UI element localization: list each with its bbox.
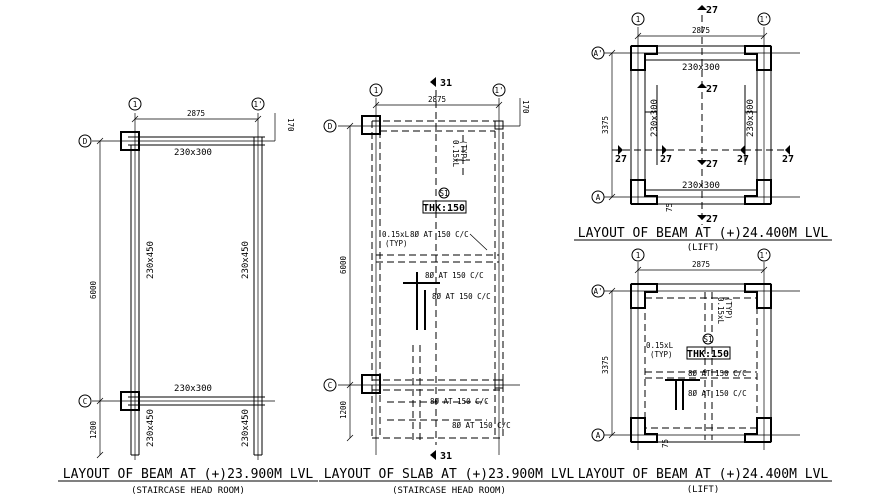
dim-small: 75	[661, 439, 670, 448]
grid-label-1: 1	[636, 15, 641, 24]
dim-width: 2875	[692, 26, 710, 35]
section-27-mid-top: 27	[706, 84, 718, 95]
section-mark-bottom: 31	[440, 451, 452, 462]
beam-label-mid: 230x300	[174, 384, 212, 394]
drawing-subtitle: (STAIRCASE HEAD ROOM)	[392, 486, 506, 496]
beam-label-bottom: 230x300	[682, 181, 720, 191]
section-27-mid-bottom: 27	[706, 159, 718, 170]
dim-bottom: 1200	[339, 400, 348, 419]
dim-offset: 170	[286, 118, 295, 132]
grid-label-a: A	[596, 431, 601, 440]
bar-note-5: 8Ø AT 150 C/C	[452, 421, 511, 430]
grid-label-a: A	[596, 193, 601, 202]
dim-bottom: 1200	[89, 420, 98, 439]
drawing-subtitle: (LIFT)	[687, 243, 720, 253]
grid-label-a-prime: A'	[593, 287, 602, 296]
dim-width: 2875	[428, 95, 446, 104]
beam-label-left-low: 230x450	[146, 409, 156, 447]
note-typ-left: (TYP)	[385, 239, 408, 248]
beam-layout-lift-bottom: 1 1' A' A 2875 3375 75 S1 THK:150 0.15xL…	[574, 248, 832, 495]
section-27-top: 27	[706, 5, 718, 16]
dim-height: 3375	[601, 356, 610, 374]
note-015xl-top: 0.15xL	[451, 140, 460, 168]
drawing-title: LAYOUT OF SLAB AT (+)23.900M LVL	[324, 467, 575, 482]
grid-label-1-prime: 1'	[759, 251, 768, 260]
dim-width: 2875	[187, 109, 205, 118]
beam-layout-staircase: 1 1' D C 2875 170 6000 1200 230x300 230x…	[58, 97, 318, 496]
grid-label-d: D	[83, 137, 88, 146]
beam-label-top: 230x300	[682, 63, 720, 73]
slab-thickness: THK:150	[687, 349, 729, 360]
note-typ-top: (TYP)	[459, 140, 468, 163]
slab-thickness: THK:150	[423, 203, 465, 214]
note-015xl-top: 0.15xL	[716, 297, 725, 325]
beam-label-right: 230x450	[241, 241, 251, 279]
drawing-title: LAYOUT OF BEAM AT (+)24.400M LVL	[578, 226, 829, 241]
bar-note-1: 8Ø AT 150 C/C	[410, 230, 469, 239]
bar-note-2: 8Ø AT 150 C/C	[425, 271, 484, 280]
beam-label-top: 230x300	[174, 148, 212, 158]
section-27-bottom: 27	[706, 214, 718, 225]
dim-height: 3375	[601, 116, 610, 134]
bar-note-4: 8Ø AT 150 C/C	[430, 397, 489, 406]
bar-note-2: 8Ø AT 150 C/C	[688, 389, 747, 398]
section-27-left-out: 27	[615, 154, 627, 165]
grid-label-c: C	[328, 381, 333, 390]
beam-label-right-low: 230x450	[241, 409, 251, 447]
beam-label-right: 230x300	[746, 99, 756, 137]
slab-mark: S1	[439, 189, 448, 198]
grid-label-1: 1	[374, 86, 379, 95]
section-27-right-in: 27	[737, 154, 749, 165]
grid-label-d: D	[328, 122, 333, 131]
dim-offset: 170	[521, 100, 530, 114]
drawing-title: LAYOUT OF BEAM AT (+)24.400M LVL	[578, 467, 829, 482]
dim-height: 6000	[89, 280, 98, 299]
beam-layout-lift-top: 27 27 27 27 27 27 27 27 1 1' A' A 2875 3…	[574, 5, 832, 253]
dim-width: 2875	[692, 260, 710, 269]
section-mark-top: 31	[440, 78, 452, 89]
note-015xl-left: 0.15xL	[382, 230, 410, 239]
grid-label-a-prime: A'	[593, 49, 602, 58]
beam-label-left: 230x300	[650, 99, 660, 137]
bar-note-3: 8Ø AT 150 C/C	[432, 292, 491, 301]
grid-label-1: 1	[636, 251, 641, 260]
section-27-left-in: 27	[660, 154, 672, 165]
note-typ-top: (TYP)	[724, 297, 733, 320]
dim-small: 75	[665, 203, 674, 212]
bar-note-1: 8Ø AT 150 C/C	[688, 369, 747, 378]
drawing-subtitle: (LIFT)	[687, 485, 720, 495]
grid-label-1-prime: 1'	[494, 86, 503, 95]
grid-label-1-prime: 1'	[253, 100, 262, 109]
grid-label-1: 1	[133, 100, 138, 109]
section-27-right-out: 27	[782, 154, 794, 165]
note-015xl-left: 0.15xL	[646, 341, 674, 350]
beam-label-left: 230x450	[146, 241, 156, 279]
drawing-title: LAYOUT OF BEAM AT (+)23.900M LVL	[63, 467, 314, 482]
slab-layout-staircase: 31 31 1 1' D C 2875 170 6000 1200	[319, 77, 578, 496]
grid-label-c: C	[83, 397, 88, 406]
dim-height: 6000	[339, 255, 348, 274]
grid-label-1-prime: 1'	[759, 15, 768, 24]
drawing-subtitle: (STAIRCASE HEAD ROOM)	[131, 486, 245, 496]
slab-mark: S1	[703, 335, 712, 344]
note-typ-left: (TYP)	[650, 350, 673, 359]
